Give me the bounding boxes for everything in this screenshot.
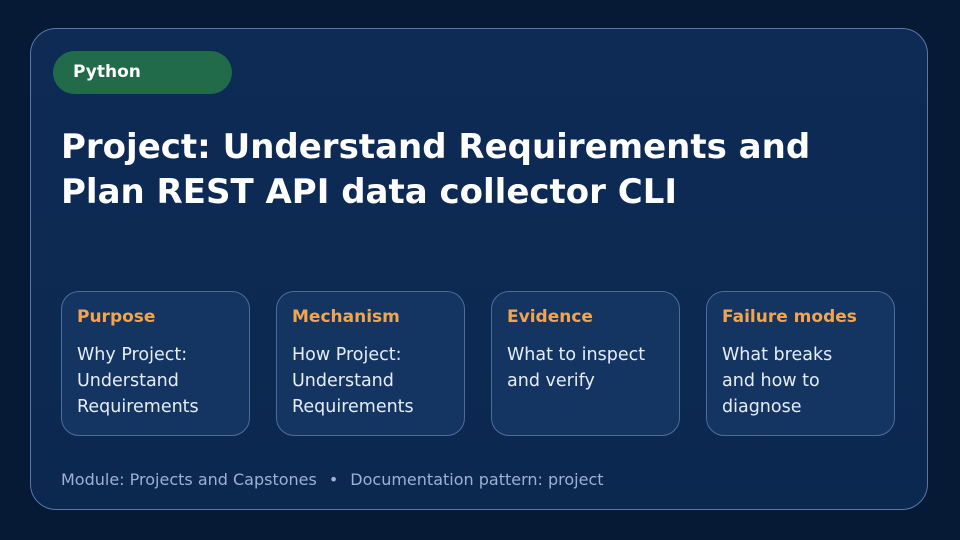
footer-pattern: Documentation pattern: project [350,470,604,489]
tile-line: Why Project: [77,345,188,365]
tile-line: and how to [722,371,820,391]
tile-mechanism: Mechanism How Project: Understand Requir… [276,291,465,436]
tile-heading: Evidence [507,307,593,327]
slide-title-line-1: Project: Understand Requirements and [61,127,811,167]
tile-evidence: Evidence What to inspect and verify [491,291,680,436]
tile-line: What to inspect [507,345,646,365]
slide-title: Project: Understand Requirements and Pla… [61,125,881,215]
footer-separator: • [328,470,339,489]
language-badge: Python [53,51,232,94]
tile-line: diagnose [722,397,802,417]
tile-line: What breaks [722,345,833,365]
slide-card: Python Project: Understand Requirements … [30,28,928,510]
tile-failure-modes: Failure modes What breaks and how to dia… [706,291,895,436]
tile-line: Understand [77,371,179,391]
tile-body: Why Project: Understand Requirements [77,342,234,420]
tile-heading: Failure modes [722,307,857,327]
tile-heading: Mechanism [292,307,400,327]
tile-body: What to inspect and verify [507,342,664,394]
tile-heading: Purpose [77,307,156,327]
slide-title-line-2: Plan REST API data collector CLI [61,172,678,212]
tile-body: How Project: Understand Requirements [292,342,449,420]
slide-footer: Module: Projects and Capstones • Documenta… [61,470,604,490]
tile-line: Understand [292,371,394,391]
tile-purpose: Purpose Why Project: Understand Requirem… [61,291,250,436]
tile-body: What breaks and how to diagnose [722,342,879,420]
tile-line: How Project: [292,345,402,365]
tile-line: Requirements [77,397,199,417]
footer-module: Module: Projects and Capstones [61,470,317,489]
tile-line: and verify [507,371,595,391]
tile-line: Requirements [292,397,414,417]
